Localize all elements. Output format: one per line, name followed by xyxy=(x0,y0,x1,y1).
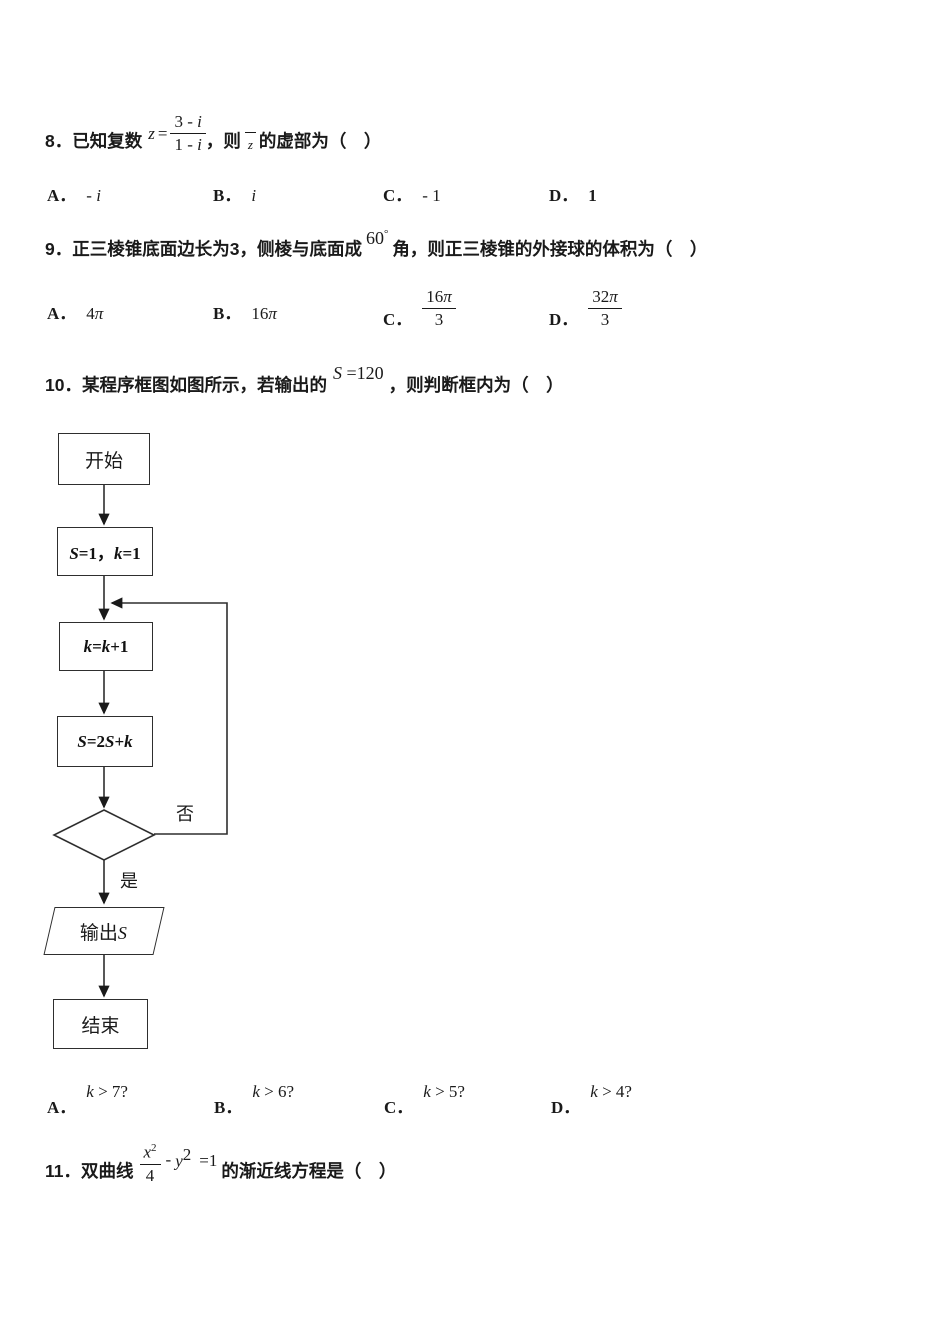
q10-option-c: C．k > 5? xyxy=(384,1082,465,1117)
q8-fraction: 3 - i 1 - i xyxy=(170,112,206,155)
q8-z-conjugate: z xyxy=(244,132,256,152)
q8-text-mid: ，则 xyxy=(205,131,241,151)
flow-output-parallelogram: 输出S xyxy=(43,907,165,955)
decision-diamond xyxy=(52,809,156,861)
q8-formula-lhs: z= xyxy=(148,124,168,143)
q8-formula: z= 3 - i 1 - i xyxy=(148,112,206,155)
q10-text-after: ，则判断框内为（ ） xyxy=(388,375,564,395)
q8-options: A．- i B．i C．- 1 D．1 xyxy=(47,178,667,206)
q10-option-a: A．k > 7? xyxy=(47,1082,128,1117)
q10-text-before: 10．某程序框图如图所示，若输出的 xyxy=(45,375,327,395)
q10-option-b: B．k > 6? xyxy=(214,1082,295,1117)
question-11-stem: 11．双曲线 x2 4 - y2 =1 的渐近线方程是（ ） xyxy=(45,1136,396,1186)
flow-no-label: 否 xyxy=(176,804,194,824)
q8-option-c: C．- 1 xyxy=(383,186,441,205)
flow-end-box: 结束 xyxy=(53,999,148,1049)
question-9-stem: 9．正三棱锥底面边长为3，侧棱与底面成 60° 角，则正三棱锥的外接球的体积为（… xyxy=(45,222,707,262)
flow-increment-label: k=k+1 xyxy=(83,636,129,656)
q11-minus-sign: - xyxy=(165,1150,172,1169)
question-10-stem: 10．某程序框图如图所示，若输出的 S =120 ，则判断框内为（ ） xyxy=(45,360,564,398)
q10-options: A．k > 7? B．k > 6? C．k > 5? D．k > 4? xyxy=(47,1082,667,1118)
flow-init-label: S=1，k=1 xyxy=(69,544,141,563)
q9-option-a: A．4π xyxy=(47,304,104,323)
q11-equals-one: =1 xyxy=(199,1151,218,1170)
q8-fraction-denominator: 1 - i xyxy=(170,133,206,155)
flow-init-box: S=1，k=1 xyxy=(57,527,153,576)
flow-end-label: 结束 xyxy=(81,1015,120,1037)
q8-option-a: A．- i xyxy=(47,186,101,205)
flow-accumulate-box: S=2S+k xyxy=(57,716,153,767)
flow-start-label: 开始 xyxy=(84,450,123,472)
flow-increment-box: k=k+1 xyxy=(59,622,153,671)
q10-option-d: D．k > 4? xyxy=(551,1082,632,1117)
q8-text-before: 8．已知复数 xyxy=(45,131,143,151)
q8-option-d: D．1 xyxy=(549,186,597,205)
flow-yes-label: 是 xyxy=(120,871,138,891)
q9-option-b: B．16π xyxy=(213,304,277,323)
q8-text-after: 的虚部为（ ） xyxy=(258,131,382,151)
q11-text-after: 的渐近线方程是（ ） xyxy=(221,1161,397,1181)
q9-degree-sign: ° xyxy=(383,228,389,240)
q11-fraction: x2 4 xyxy=(139,1138,161,1186)
flow-accumulate-label: S=2S+k xyxy=(77,731,133,751)
q11-fraction-denominator: 4 xyxy=(139,1164,161,1186)
flow-output-label: 输出S xyxy=(80,922,128,944)
q10-output-formula: S =120 xyxy=(332,363,384,383)
question-8-stem: 8．已知复数 z= 3 - i 1 - i ，则 z 的虚部为（ ） xyxy=(45,97,381,155)
q11-y-squared: y2 xyxy=(175,1144,192,1170)
q11-fraction-numerator: x2 xyxy=(143,1142,157,1162)
q9-text-before: 9．正三棱锥底面边长为3，侧棱与底面成 xyxy=(45,239,362,259)
q8-option-b: B．i xyxy=(213,186,257,205)
q11-text-before: 11．双曲线 xyxy=(45,1161,134,1181)
q9-angle: 60° xyxy=(365,228,389,248)
q9-text-after: 角，则正三棱锥的外接球的体积为（ ） xyxy=(392,239,708,259)
q8-fraction-numerator: 3 - i xyxy=(174,112,202,131)
flow-start-box: 开始 xyxy=(58,433,150,485)
